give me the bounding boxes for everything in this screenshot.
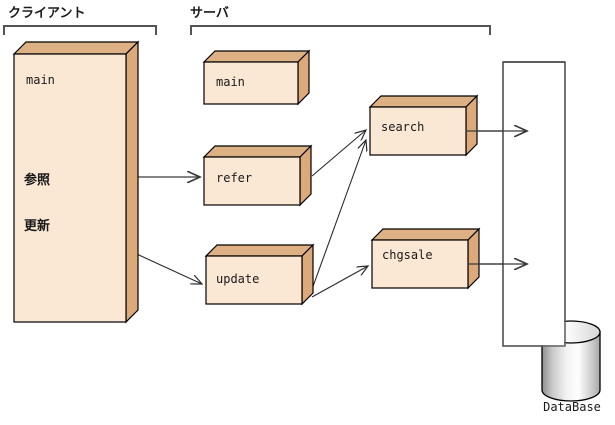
zone-label-client: クライアント [8, 6, 85, 21]
client-main-box[interactable]: main [12, 40, 140, 324]
refer-box-front [203, 156, 301, 206]
server-main-box[interactable]: main [202, 49, 311, 106]
update-action-label: 更新 [24, 218, 50, 234]
connector-update-to-search [310, 140, 366, 293]
search-box-side [465, 94, 478, 157]
update-box-top [204, 244, 315, 257]
zone-header-client: クライアント [3, 6, 157, 35]
client-main-box-label: main [26, 73, 55, 87]
refer-box-label: refer [216, 171, 252, 185]
bracket-client [3, 25, 157, 35]
update-box[interactable]: update [204, 243, 315, 306]
chgsale-box-side [467, 227, 480, 290]
database-label: DataBase [543, 400, 601, 414]
server-main-box-front [203, 61, 299, 105]
chgsale-box-front [371, 239, 469, 289]
client-main-box-front [13, 53, 127, 323]
connector-refer-to-search [311, 130, 366, 177]
update-box-front [205, 255, 303, 305]
update-box-side [301, 243, 314, 306]
search-box-front [369, 106, 467, 156]
update-box-label: update [216, 272, 259, 286]
search-box[interactable]: search [368, 94, 479, 157]
chgsale-box[interactable]: chgsale [370, 227, 481, 290]
refer-action-label: 参照 [24, 172, 50, 188]
client-main-box-side [125, 40, 139, 324]
server-main-box-top [202, 50, 311, 63]
database-boundary-fill [504, 63, 564, 345]
refer-box[interactable]: refer [202, 144, 313, 207]
connector-update-to-chgsale [311, 266, 368, 298]
refer-box-side [299, 144, 312, 207]
search-box-top [368, 95, 479, 108]
search-box-label: search [381, 120, 424, 134]
zone-label-server: サーバ [190, 6, 229, 21]
refer-box-top [202, 145, 313, 158]
database-cylinder-body [541, 331, 601, 402]
zone-header-server: サーバ [190, 6, 491, 35]
chgsale-box-top [370, 228, 481, 241]
client-main-box-top [12, 41, 140, 55]
bracket-server [190, 25, 491, 35]
server-main-box-label: main [216, 75, 245, 89]
database-boundary-outline [502, 62, 566, 347]
db-arrowheads [466, 131, 527, 264]
chgsale-box-label: chgsale [382, 248, 433, 262]
